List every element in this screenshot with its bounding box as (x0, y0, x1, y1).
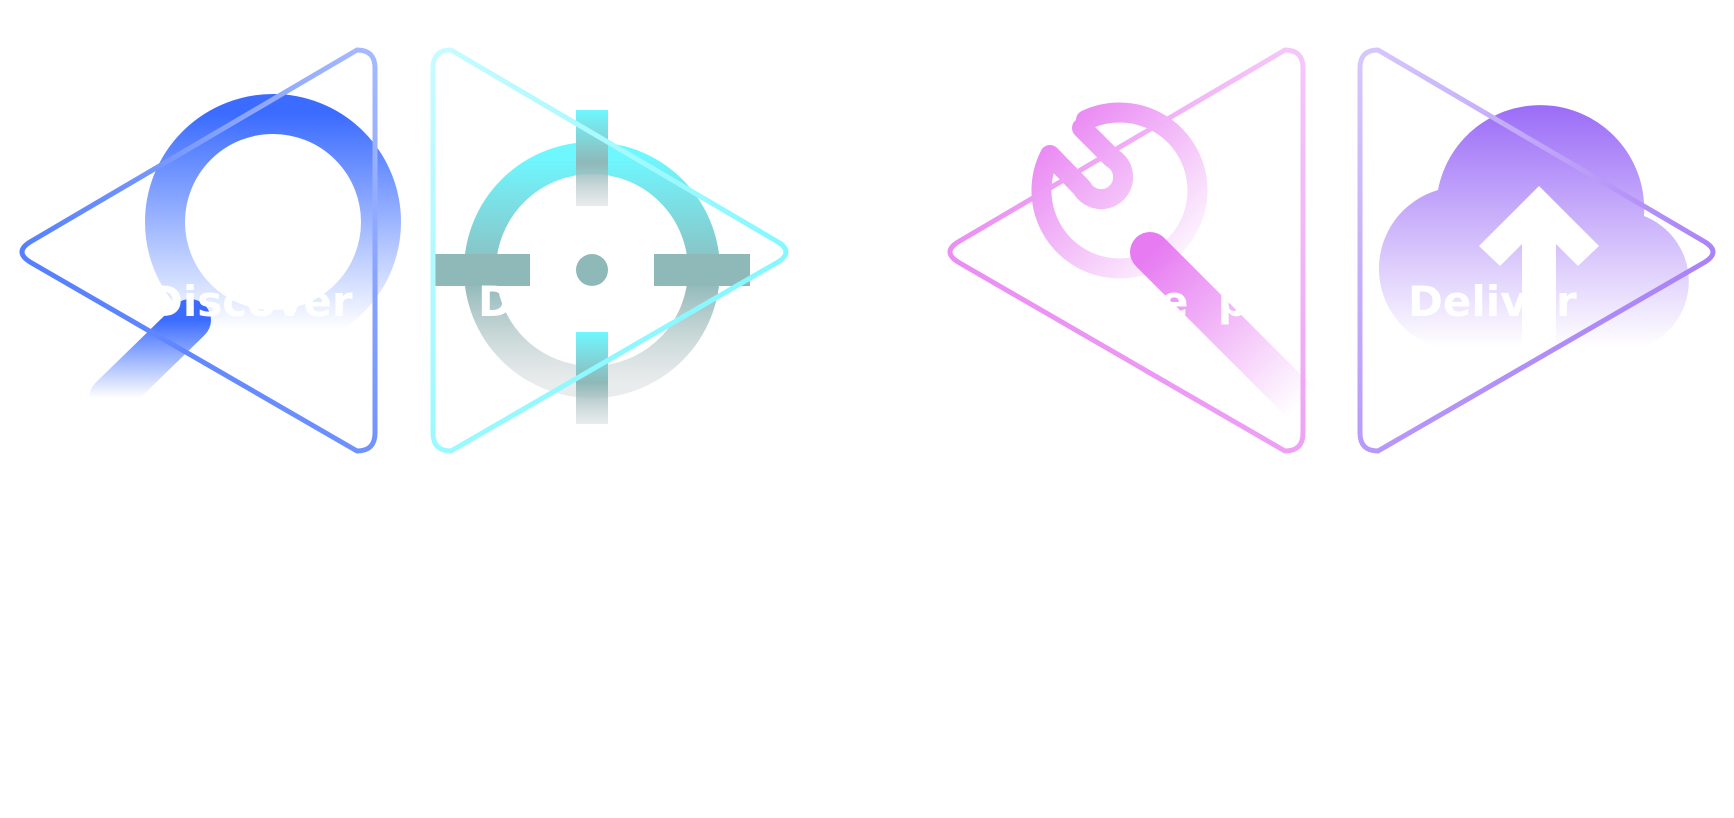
step-define: D (430, 47, 789, 454)
step-discover: Discover (19, 47, 401, 454)
wrench-icon (1031, 102, 1322, 424)
triangle-left-outline (947, 47, 1306, 454)
step-label-deliver: Deliver (1408, 277, 1577, 326)
triangle-left-outline (19, 47, 378, 454)
triangle-right-outline (430, 47, 789, 454)
triangle-right-outline (1357, 47, 1716, 454)
cloud-upload-icon (1378, 105, 1689, 352)
step-deliver: Deliver (1357, 47, 1716, 454)
magnifier-icon (89, 94, 401, 419)
crosshair-icon (434, 110, 750, 424)
step-label-define: D (478, 277, 513, 326)
step-label-discover: Discover (148, 277, 353, 326)
step-label-develop: e p (1160, 277, 1248, 326)
step-develop: e p (947, 47, 1322, 454)
